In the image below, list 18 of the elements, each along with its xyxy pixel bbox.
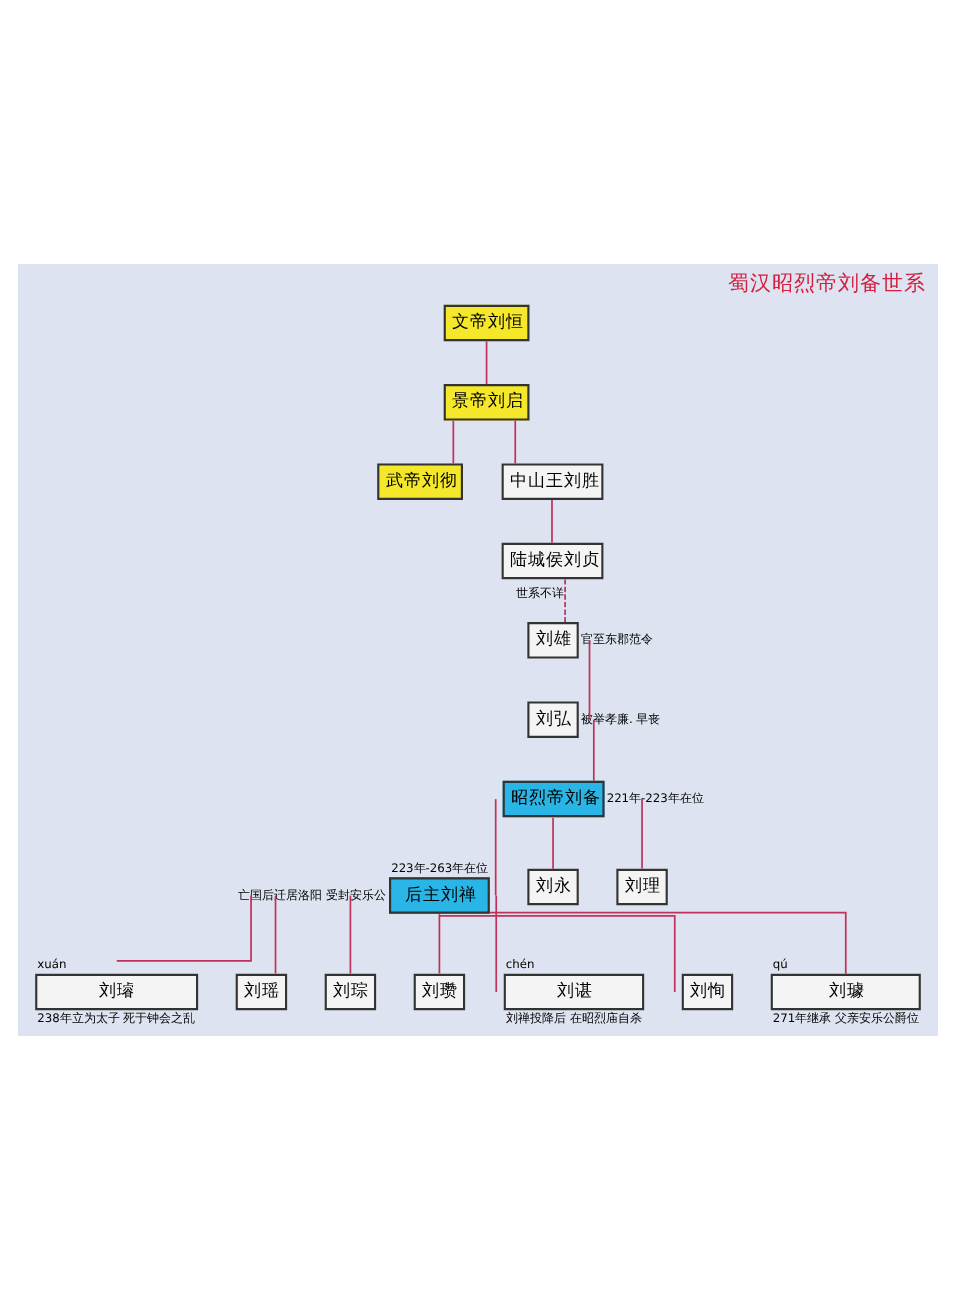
connector: [563, 577, 565, 622]
connector: [273, 893, 276, 974]
connector: [551, 815, 553, 869]
connector: [114, 893, 251, 961]
connector: [493, 797, 496, 896]
connector: [437, 912, 440, 974]
diagram-title: 蜀汉昭烈帝刘备世系: [727, 268, 926, 295]
connector: [640, 797, 642, 869]
connector: [451, 418, 454, 464]
connector: [437, 914, 675, 992]
connector: [494, 893, 497, 992]
connector: [513, 418, 516, 464]
connector: [587, 638, 590, 720]
connector: [488, 910, 846, 974]
connector: [484, 339, 487, 384]
connector: [348, 893, 351, 974]
connector: [550, 498, 552, 543]
connector: [591, 717, 594, 781]
